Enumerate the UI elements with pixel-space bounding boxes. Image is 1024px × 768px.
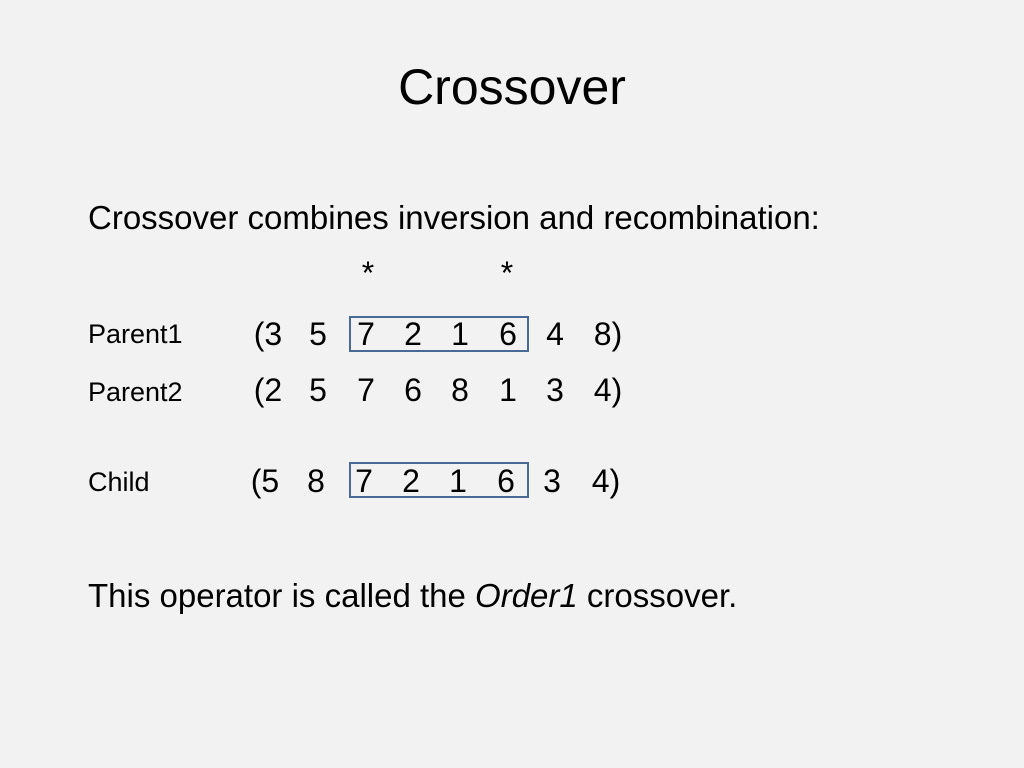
gene: 8 bbox=[307, 463, 325, 499]
gene: 8 bbox=[451, 372, 469, 408]
gene: (3 bbox=[253, 316, 283, 352]
selected-segment-box-parent1 bbox=[349, 316, 529, 352]
row-label-parent2: Parent2 bbox=[88, 377, 183, 407]
intro-text: Crossover combines inversion and recombi… bbox=[88, 199, 820, 236]
gene: 1 bbox=[499, 372, 517, 408]
gene: 5 bbox=[309, 316, 327, 352]
gene: 6 bbox=[497, 463, 515, 499]
gene: 2 bbox=[402, 463, 420, 499]
gene: 3 bbox=[543, 463, 561, 499]
selected-segment-box-child bbox=[349, 462, 529, 498]
gene: 6 bbox=[499, 316, 517, 352]
gene: 1 bbox=[451, 316, 469, 352]
gene: 4 bbox=[546, 316, 564, 352]
gene: 2 bbox=[404, 316, 422, 352]
gene: (5 bbox=[250, 463, 280, 499]
gene: 1 bbox=[449, 463, 467, 499]
outro-text: This operator is called the Order1 cross… bbox=[88, 574, 737, 618]
gene: 6 bbox=[404, 372, 422, 408]
gene: 7 bbox=[357, 316, 375, 352]
gene: (2 bbox=[253, 372, 283, 408]
gene: 8) bbox=[593, 316, 623, 352]
gene: 3 bbox=[546, 372, 564, 408]
crossover-marker-1: * bbox=[361, 255, 375, 291]
row-label-parent1: Parent1 bbox=[88, 319, 183, 349]
gene: 7 bbox=[357, 372, 375, 408]
gene: 5 bbox=[309, 372, 327, 408]
operator-name: Order1 bbox=[475, 577, 578, 614]
outro-after: crossover. bbox=[577, 577, 738, 614]
gene: 4) bbox=[593, 372, 623, 408]
row-label-child: Child bbox=[88, 467, 150, 497]
slide-title: Crossover bbox=[398, 59, 626, 115]
crossover-marker-2: * bbox=[500, 255, 514, 291]
gene: 4) bbox=[591, 463, 621, 499]
outro-before: This operator is called the bbox=[88, 577, 476, 614]
gene: 7 bbox=[355, 463, 373, 499]
